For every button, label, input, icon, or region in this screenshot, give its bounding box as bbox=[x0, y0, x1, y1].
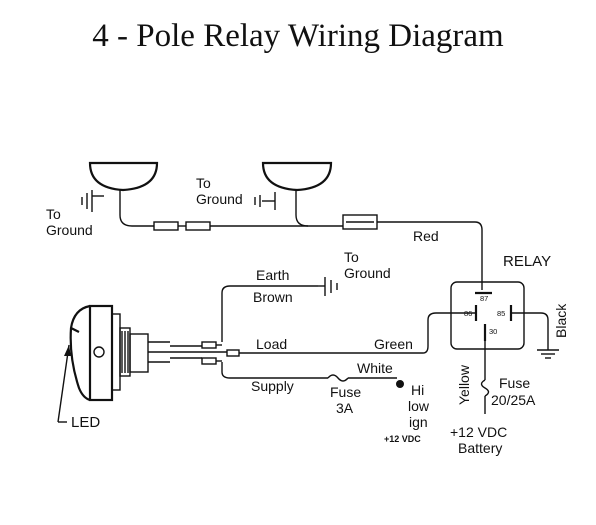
wire-white-label: White bbox=[357, 360, 393, 376]
yellow-wire bbox=[480, 341, 490, 414]
to-ground-right-line1: To bbox=[344, 249, 359, 265]
wire-red-label: Red bbox=[413, 228, 439, 244]
battery-line1: +12 VDC bbox=[450, 424, 507, 440]
black-ground-wire bbox=[511, 312, 559, 359]
ground-symbol-right bbox=[318, 277, 338, 296]
supply-wire bbox=[221, 362, 404, 388]
pin-85-label: 85 bbox=[497, 309, 505, 318]
ground-symbol-left bbox=[81, 190, 93, 212]
lamp-wire bbox=[119, 214, 483, 290]
wire-black-label: Black bbox=[553, 303, 569, 338]
hi-low-line1: Hi bbox=[411, 382, 424, 398]
battery-line2: Battery bbox=[458, 440, 502, 456]
to-ground-mid-line1: To bbox=[196, 175, 211, 191]
diagram-title: 4 - Pole Relay Wiring Diagram bbox=[92, 18, 504, 54]
lamp-right bbox=[261, 161, 333, 215]
wire-earth-label: Earth bbox=[256, 267, 289, 283]
relay-label: RELAY bbox=[503, 253, 551, 270]
led-indicator bbox=[93, 346, 105, 358]
relay-box bbox=[450, 281, 525, 350]
fuse-3a-line2: 3A bbox=[336, 400, 354, 416]
to-ground-mid-line2: Ground bbox=[196, 191, 243, 207]
to-ground-right-line2: Ground bbox=[344, 265, 391, 281]
earth-wire bbox=[221, 285, 318, 342]
pin-87-label: 87 bbox=[480, 294, 488, 303]
to-ground-left-line1: To bbox=[46, 206, 61, 222]
fuse-20-line1: Fuse bbox=[499, 375, 530, 391]
ignition-terminal bbox=[396, 380, 404, 388]
led-pointer bbox=[57, 344, 71, 423]
ground-symbol-mid bbox=[254, 192, 276, 210]
load-wire bbox=[226, 312, 476, 357]
to-ground-left-line2: Ground bbox=[46, 222, 93, 238]
wire-brown-label: Brown bbox=[253, 289, 293, 305]
ignition-voltage-label: +12 VDC bbox=[384, 434, 421, 444]
hi-low-line3: ign bbox=[409, 414, 428, 430]
wire-supply-label: Supply bbox=[251, 378, 294, 394]
led-label: LED bbox=[71, 414, 100, 431]
wire-yellow-label: Yellow bbox=[456, 364, 472, 405]
lamp-left bbox=[88, 161, 159, 215]
wire-green-label: Green bbox=[374, 336, 413, 352]
rocker-switch bbox=[69, 304, 227, 402]
fuse-3a-line1: Fuse bbox=[330, 384, 361, 400]
fuse-20-line2: 20/25A bbox=[491, 392, 536, 408]
hi-low-line2: low bbox=[408, 398, 430, 414]
pin-30-label: 30 bbox=[489, 327, 497, 336]
wire-load-label: Load bbox=[256, 336, 287, 352]
